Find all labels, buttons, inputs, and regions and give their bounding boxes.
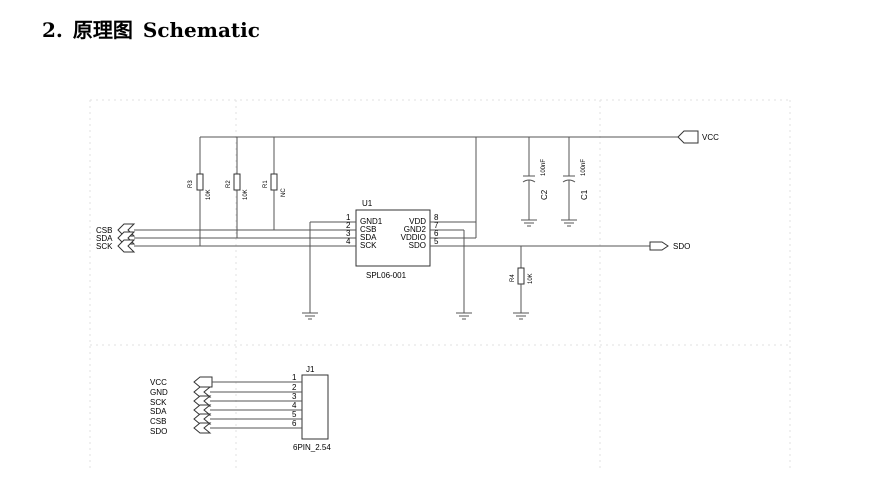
j1-pin-2: 2 xyxy=(292,383,297,392)
j1-net-sdo: SDO xyxy=(150,427,167,436)
ic-pin-name-vdd: VDD xyxy=(409,217,426,226)
ic-name: SPL06-001 xyxy=(366,271,407,280)
vcc-port-label: VCC xyxy=(702,133,719,142)
connector-j1: J1 6PIN_2.54 VCC GND SCK SDA CSB SDO 1 2… xyxy=(150,365,331,452)
sdo-port xyxy=(649,241,669,251)
ic-ref: U1 xyxy=(362,199,373,208)
sck-port-label: SCK xyxy=(96,242,113,251)
j1-pin-1: 1 xyxy=(292,373,297,382)
ic-pin-name-sck: SCK xyxy=(360,241,377,250)
c2-value: 100nF xyxy=(541,159,547,176)
j1-net-sda: SDA xyxy=(150,407,167,416)
ic-pin-name-csb: CSB xyxy=(360,225,376,234)
heading-chinese: 原理图 xyxy=(72,18,133,42)
ic-pin-num-3: 3 xyxy=(346,229,351,238)
ic-pin-num-2: 2 xyxy=(346,221,351,230)
ic-pin-name-vddio: VDDIO xyxy=(401,233,426,242)
c2-ref: C2 xyxy=(540,189,549,200)
ic-pin-num-4: 4 xyxy=(346,237,351,246)
ic-pin-name-sdo: SDO xyxy=(409,241,426,250)
j1-footprint: 6PIN_2.54 xyxy=(293,443,331,452)
j1-pin-5: 5 xyxy=(292,410,297,419)
section-heading: 2. 原理图 Schematic xyxy=(42,14,270,43)
ic-pin-num-5: 5 xyxy=(434,237,439,246)
r3-ref: R3 xyxy=(188,180,194,188)
c1-value: 100nF xyxy=(581,159,587,176)
r3-value: 10K xyxy=(206,189,212,200)
j1-net-vcc: VCC xyxy=(150,378,167,387)
ground-symbol-1 xyxy=(302,312,318,320)
j1-net-sck: SCK xyxy=(150,398,167,407)
j1-pin-4: 4 xyxy=(292,401,297,410)
ic-pin-num-7: 7 xyxy=(434,221,439,230)
csb-port-label: CSB xyxy=(96,226,112,235)
j1-ref: J1 xyxy=(306,365,315,374)
j1-pin-3: 3 xyxy=(292,392,297,401)
sdo-port-label: SDO xyxy=(673,242,690,251)
r1-value: NC xyxy=(281,188,287,197)
resistor-r1: R1 NC xyxy=(263,137,287,230)
ground-symbol-2 xyxy=(456,312,472,320)
resistor-r2: R2 10K xyxy=(226,137,249,238)
ic-pin-name-gnd1: GND1 xyxy=(360,217,383,226)
capacitor-c1: 100nF C1 xyxy=(561,137,589,227)
grid-frame xyxy=(89,99,791,470)
capacitor-c2: 100nF C2 xyxy=(521,137,549,227)
r2-value: 10K xyxy=(243,189,249,200)
c1-ref: C1 xyxy=(580,189,589,200)
ic-u1: U1 SPL06-001 1 2 3 4 GND1 CSB SDA SCK VD… xyxy=(344,199,442,280)
j1-net-csb: CSB xyxy=(150,417,166,426)
ic-pin-num-6: 6 xyxy=(434,229,439,238)
j1-pin-6: 6 xyxy=(292,419,297,428)
resistor-r3: R3 10K xyxy=(188,137,212,246)
ic-pin-num-1: 1 xyxy=(346,213,351,222)
heading-english: Schematic xyxy=(142,18,260,42)
r4-ref: R4 xyxy=(510,274,516,282)
input-ports: CSB SDA SCK xyxy=(96,223,344,253)
ic-pin-name-gnd2: GND2 xyxy=(404,225,427,234)
sda-port-label: SDA xyxy=(96,234,113,243)
r1-ref: R1 xyxy=(263,180,269,188)
heading-number: 2. xyxy=(42,18,63,42)
vcc-port xyxy=(677,130,699,144)
resistor-r4: R4 10K xyxy=(510,246,534,320)
ic-pin-num-8: 8 xyxy=(434,213,439,222)
j1-net-gnd: GND xyxy=(150,388,168,397)
ic-pin-name-sda: SDA xyxy=(360,233,377,242)
r2-ref: R2 xyxy=(226,180,232,188)
r4-value: 10K xyxy=(528,273,534,284)
